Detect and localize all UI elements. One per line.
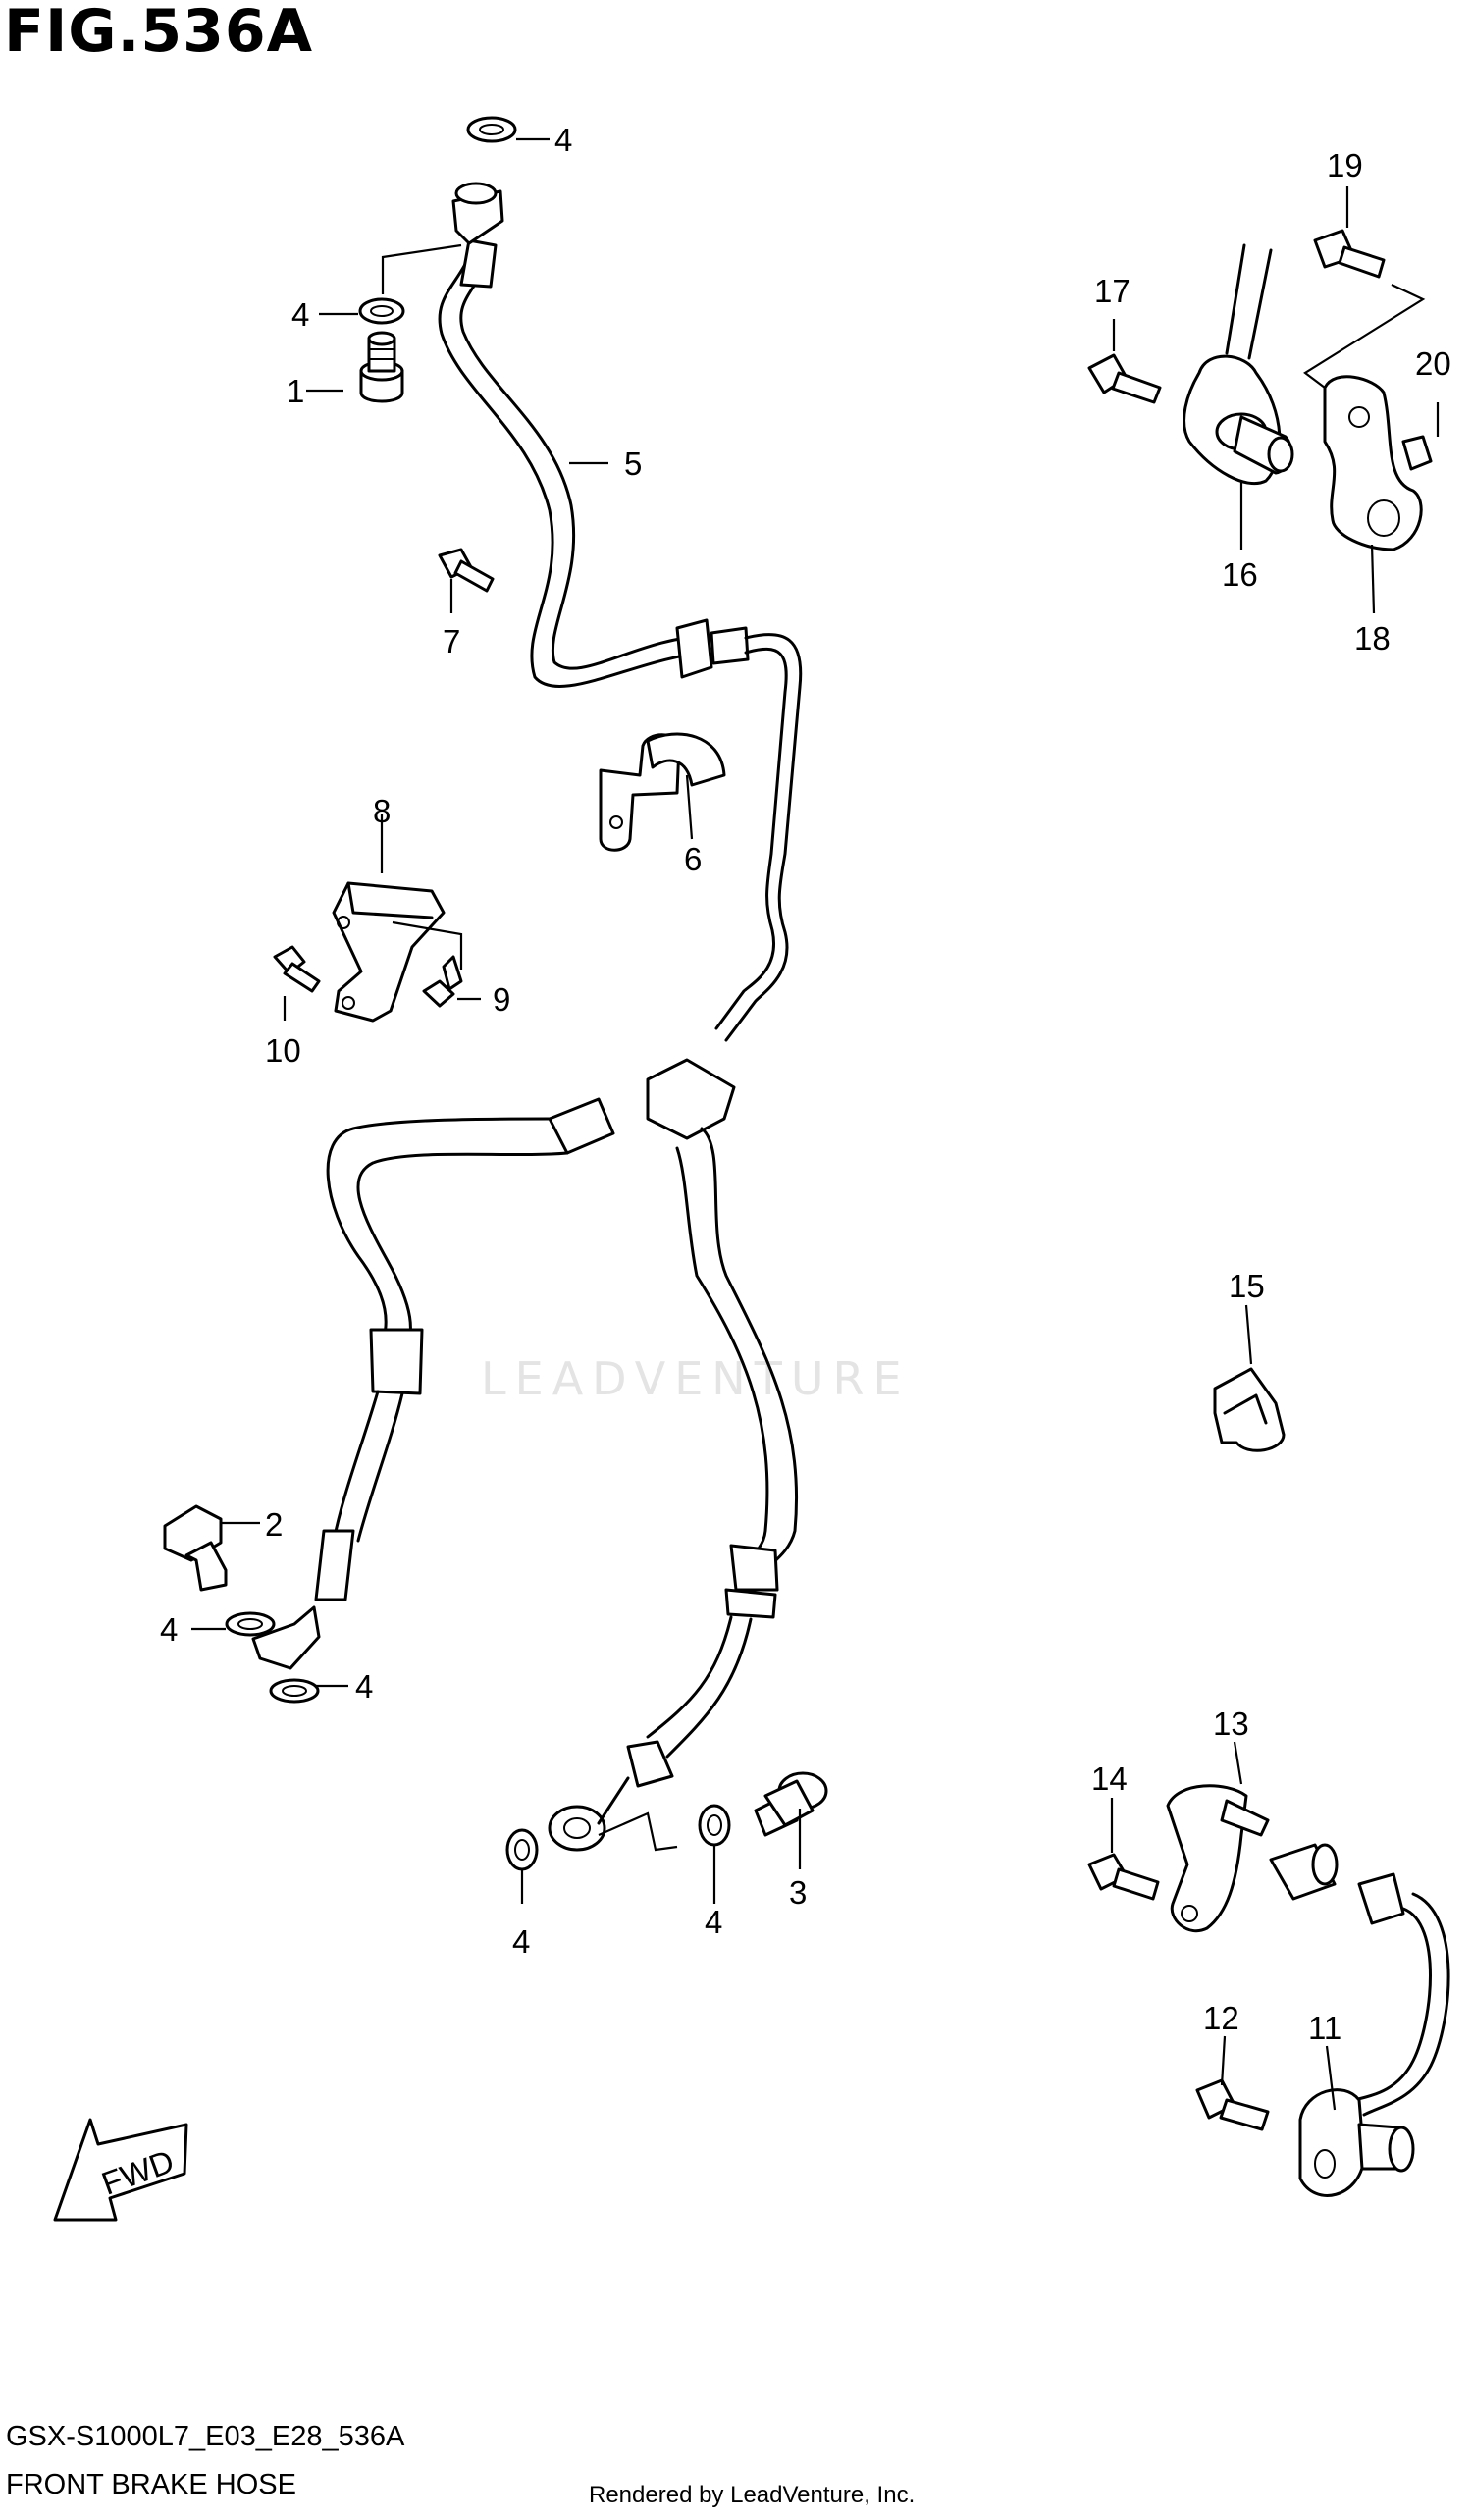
clamp-15 [1213,1367,1286,1452]
callout-4-lower-left: 4 [160,1611,178,1648]
callout-3: 3 [789,1874,807,1911]
callout-8: 8 [373,793,391,829]
union-bolt-2 [163,1504,228,1592]
callout-13: 13 [1213,1706,1249,1742]
rendered-by: Rendered by LeadVenture, Inc. [589,2482,916,2508]
bolt-17 [1087,353,1162,404]
sensor-bracket-18 [1323,375,1423,551]
callout-6: 6 [684,841,702,877]
bracket-13 [1166,1784,1270,1933]
callout-4-upper: 4 [291,296,309,333]
washer-bottom-2 [698,1804,731,1847]
washer-top [466,116,517,143]
callout-18: 18 [1354,620,1391,656]
wheel-speed-sensor-16 [1183,243,1294,486]
callout-11: 11 [1308,2010,1341,2046]
bolt-14 [1087,1853,1160,1901]
bolt-7 [438,548,495,593]
washer-lower-left-2 [269,1678,320,1704]
bolt-19 [1313,229,1386,279]
bracket-8 [273,881,463,1023]
fwd-arrow-icon: FWD [53,2118,188,2222]
callout-4-bottom: 4 [705,1904,722,1940]
callout-2: 2 [265,1506,283,1543]
callout-10: 10 [265,1032,301,1069]
union-bolt-1 [359,331,404,403]
callout-numbers: 4 4 1 5 7 6 8 9 10 2 4 4 4 4 3 11 12 13 … [160,122,1451,2046]
callout-20: 20 [1415,345,1451,382]
callout-14: 14 [1091,1760,1128,1797]
leader-lines [191,137,1440,2111]
callout-19: 19 [1327,147,1363,184]
callout-16: 16 [1222,556,1258,593]
pin-20 [1401,435,1433,471]
bolt-12 [1195,2078,1270,2131]
callout-17: 17 [1094,273,1130,309]
figure-title: FIG.536A [4,0,314,66]
washer-upper-left [358,297,405,325]
union-bolt-3 [754,1771,828,1837]
upper-brake-hose [438,182,803,1042]
callout-4-lower: 4 [355,1668,373,1705]
callout-12: 12 [1203,2000,1239,2036]
callout-5: 5 [624,446,642,482]
callout-9: 9 [493,981,510,1018]
callout-7: 7 [443,623,460,659]
lower-brake-hoses [251,1058,799,1852]
callout-4-bottom-left: 4 [512,1923,530,1960]
callout-4-top: 4 [554,122,572,158]
washer-bottom-1 [505,1828,539,1871]
washer-lower-left-1 [225,1611,276,1637]
model-code: GSX-S1000L7_E03_E28_536A [6,2421,405,2452]
wheel-speed-sensor-11 [1269,1843,1450,2197]
diagram-caption: FRONT BRAKE HOSE [6,2469,296,2500]
hose-clamp-6 [599,732,726,852]
watermark: LEADVENTURE [481,1352,911,1405]
callout-1: 1 [287,373,304,409]
callout-15: 15 [1229,1268,1265,1304]
